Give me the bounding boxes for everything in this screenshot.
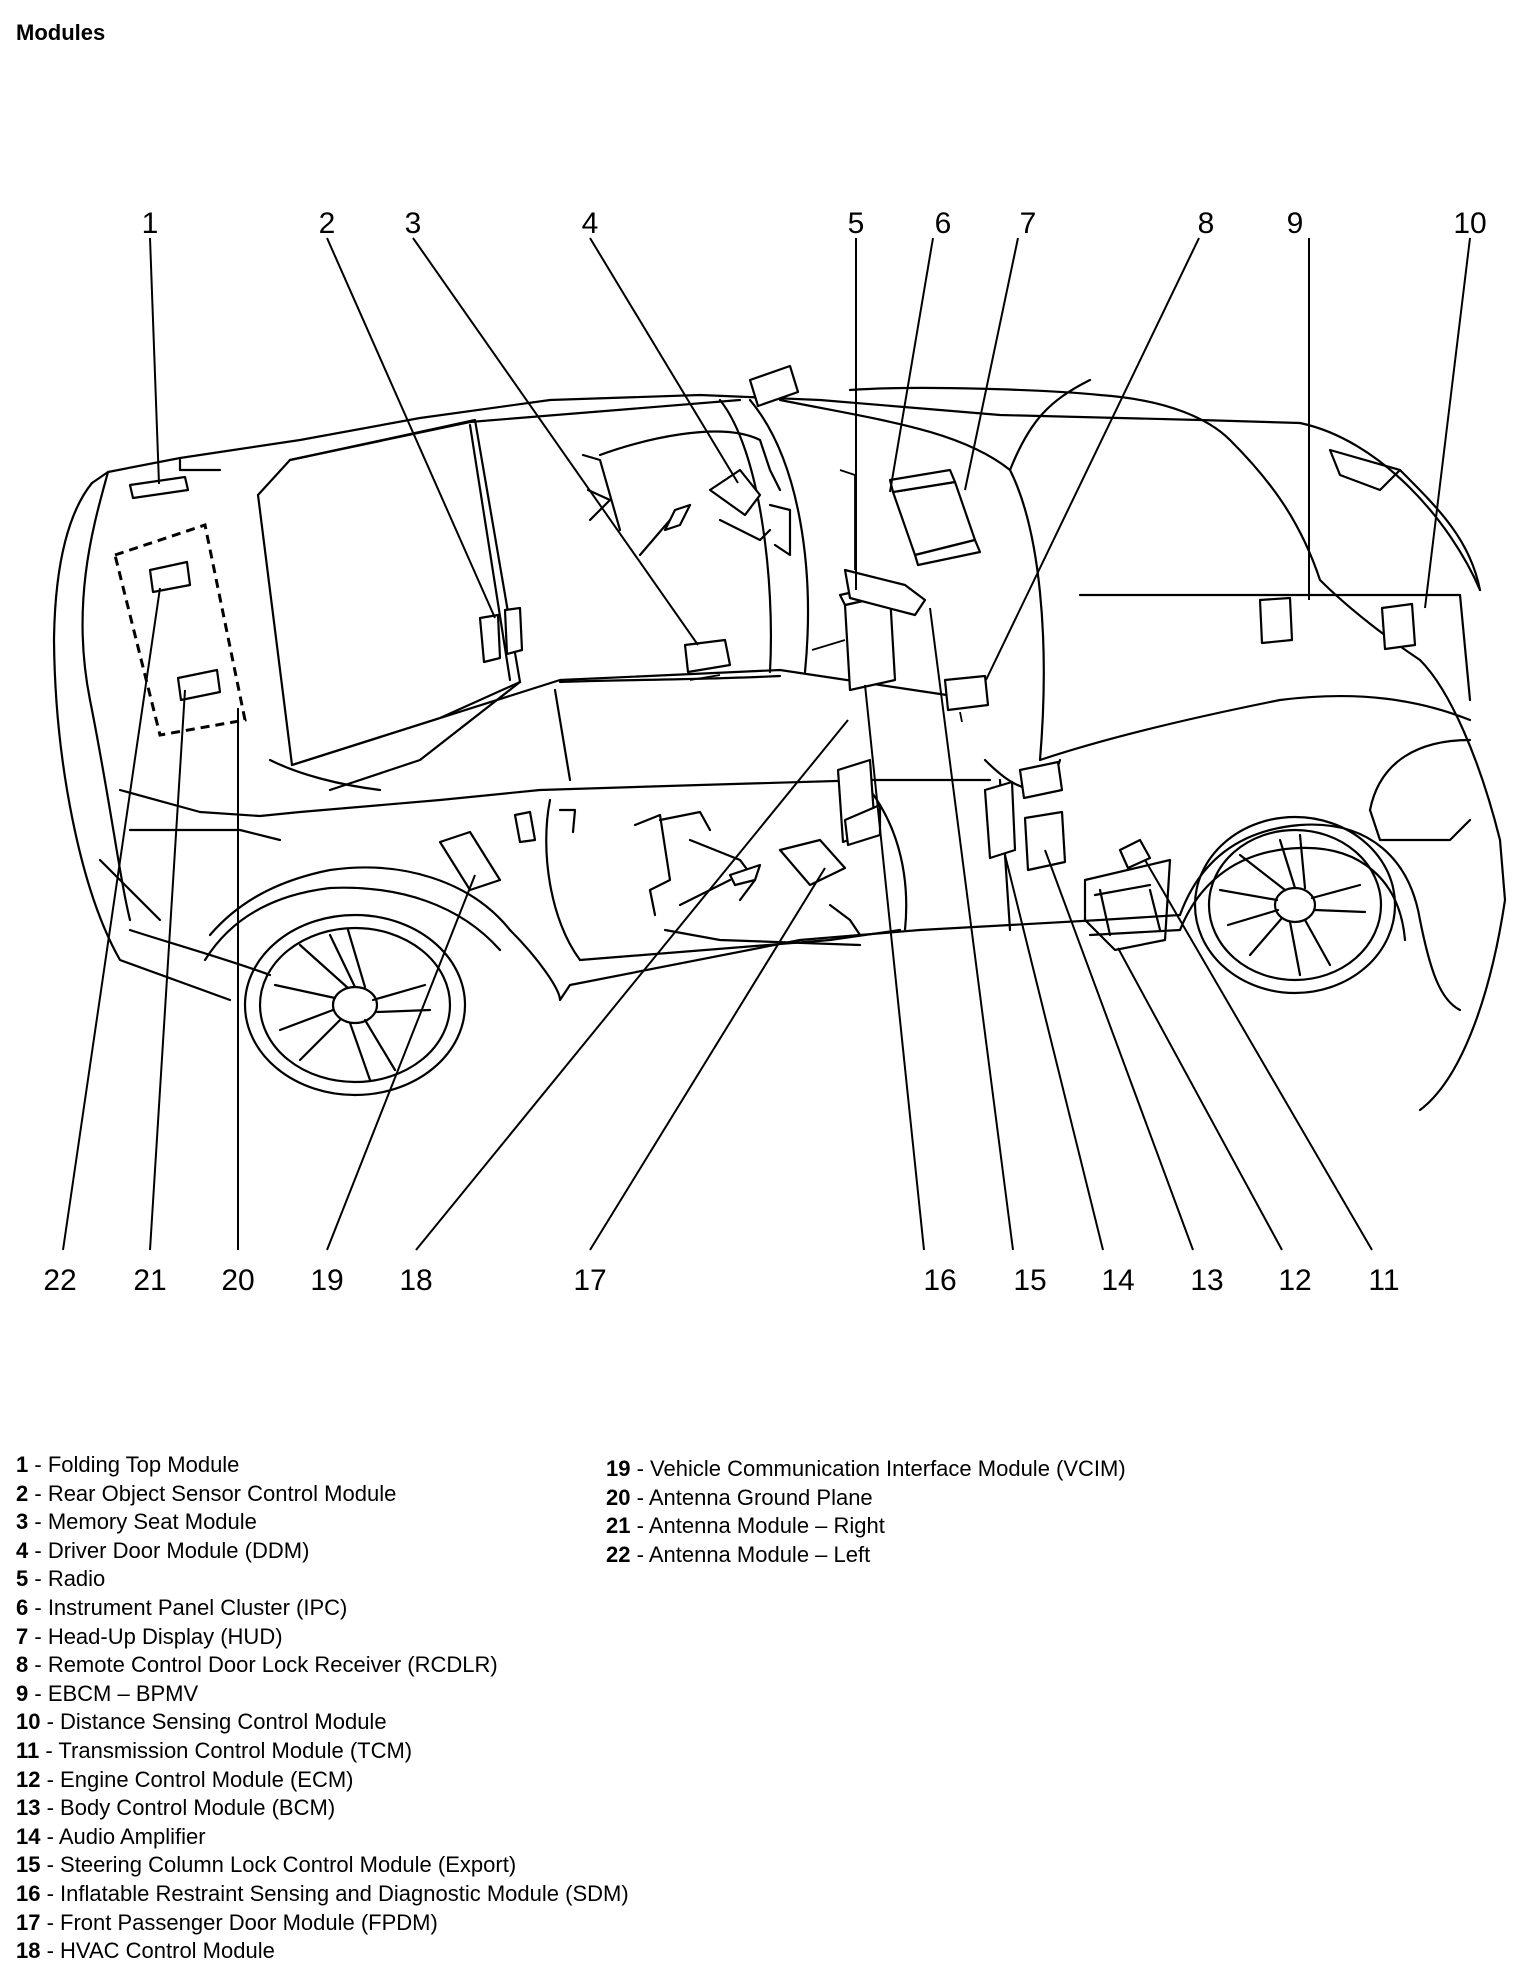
legend-item: 7 - Head-Up Display (HUD) <box>16 1623 283 1649</box>
car-body-outline <box>52 378 1507 1112</box>
folding-top-module <box>128 475 190 500</box>
steering-column-lock-module <box>983 780 1017 860</box>
callout-2: 2 <box>319 207 336 240</box>
callout-16: 16 <box>923 1264 956 1297</box>
sensor-bracket-top <box>748 364 800 408</box>
legend-item: 19 - Vehicle Communication Interface Mod… <box>606 1456 1126 1481</box>
callout-7: 7 <box>1020 207 1037 240</box>
legend-item: 2 - Rear Object Sensor Control Module <box>16 1480 397 1506</box>
legend-item: 6 - Instrument Panel Cluster (IPC) <box>16 1594 348 1620</box>
callout-17: 17 <box>573 1264 606 1297</box>
legend-item: 18 - HVAC Control Module <box>16 1938 275 1964</box>
antenna-module-left <box>148 560 192 594</box>
callout-3: 3 <box>405 207 422 240</box>
memory-seat-module <box>683 638 732 681</box>
legend-item: 14 - Audio Amplifier <box>16 1823 206 1849</box>
callout-5: 5 <box>848 207 865 240</box>
legend-item: 17 - Front Passenger Door Module (FPDM) <box>16 1909 438 1935</box>
remote-control-door-lock-receiver <box>943 674 990 723</box>
legend-item: 13 - Body Control Module (BCM) <box>16 1795 336 1821</box>
vcim <box>438 830 502 892</box>
antenna-module-right <box>176 668 222 702</box>
vehicle-module-diagram: 1 2 3 4 5 6 7 8 9 10 11 12 13 14 15 16 1… <box>43 207 1507 1297</box>
legend-item: 8 - Remote Control Door Lock Receiver (R… <box>16 1652 498 1678</box>
legend-item: 11 - Transmission Control Module (TCM) <box>16 1737 413 1763</box>
engine-control-module <box>1083 858 1172 952</box>
legend-item: 5 - Radio <box>16 1566 106 1592</box>
callout-14: 14 <box>1101 1264 1134 1297</box>
legend-item: 22 - Antenna Module – Left <box>606 1541 871 1567</box>
callout-4: 4 <box>582 207 599 240</box>
callout-20: 20 <box>221 1264 254 1297</box>
legend-item: 16 - Inflatable Restraint Sensing and Di… <box>16 1880 629 1906</box>
ebcm-bpmv <box>1258 596 1294 645</box>
legend-item: 4 - Driver Door Module (DDM) <box>16 1537 310 1563</box>
callout-15: 15 <box>1013 1264 1046 1297</box>
tcm <box>1118 838 1152 870</box>
legend-item: 1 - Folding Top Module <box>16 1452 240 1477</box>
callout-13: 13 <box>1190 1264 1223 1297</box>
page-title: Modules <box>16 20 106 45</box>
callout-12: 12 <box>1278 1264 1311 1297</box>
callout-9: 9 <box>1287 207 1304 240</box>
callout-numbers: 1 2 3 4 5 6 7 8 9 10 11 12 13 14 15 16 1… <box>43 207 1486 1297</box>
body-control-module <box>1018 760 1064 800</box>
rear-wheel <box>243 913 467 1097</box>
callout-10: 10 <box>1453 207 1486 240</box>
legend-item: 12 - Engine Control Module (ECM) <box>16 1766 354 1792</box>
callout-1: 1 <box>142 207 159 240</box>
audio-amplifier <box>1023 810 1067 872</box>
callout-22: 22 <box>43 1264 76 1297</box>
callout-18: 18 <box>399 1264 432 1297</box>
driver-door-module <box>581 430 792 557</box>
rear-object-sensor-control-module <box>478 606 524 664</box>
callout-21: 21 <box>133 1264 166 1297</box>
antenna-ground-plane <box>113 523 247 737</box>
callout-6: 6 <box>935 207 952 240</box>
legend-item: 15 - Steering Column Lock Control Module… <box>16 1852 517 1878</box>
passenger-door-module <box>633 810 862 947</box>
callout-8: 8 <box>1198 207 1215 240</box>
legend-item: 10 - Distance Sensing Control Module <box>16 1709 387 1735</box>
callout-19: 19 <box>310 1264 343 1297</box>
front-wheel <box>1193 815 1397 995</box>
callout-11: 11 <box>1368 1264 1399 1297</box>
legend-item: 3 - Memory Seat Module <box>16 1509 257 1535</box>
leader-lines <box>62 237 1471 1251</box>
legend-left: 1 - Folding Top Module 2 - Rear Object S… <box>16 1451 629 1966</box>
legend-item: 9 - EBCM – BPMV <box>16 1680 199 1706</box>
head-up-display <box>888 468 982 567</box>
legend-item: 20 - Antenna Ground Plane <box>606 1484 873 1510</box>
legend-item: 21 - Antenna Module – Right <box>606 1513 885 1539</box>
distance-sensing-control-module <box>1380 602 1417 651</box>
legend-right: 19 - Vehicle Communication Interface Mod… <box>606 1455 1126 1569</box>
rear-bracket <box>513 808 577 844</box>
